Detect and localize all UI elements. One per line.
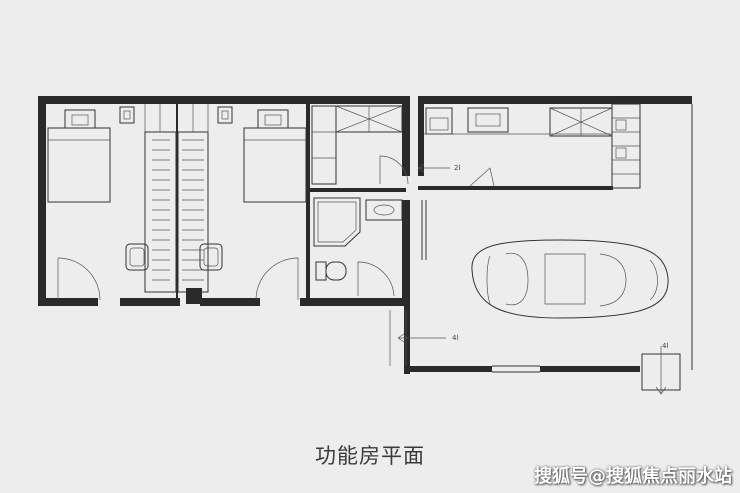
marker-right: 4l — [662, 342, 668, 350]
bedroom-left — [47, 104, 177, 301]
marker-top: 2l — [454, 164, 460, 172]
kitchen — [418, 96, 688, 190]
garage — [389, 96, 693, 395]
marker-left: 4l — [452, 334, 458, 342]
floor-plan: 2l 4l 4l — [38, 96, 693, 395]
plan-caption: 功能房平面 — [315, 444, 425, 468]
watermark: 搜狐号@搜狐焦点丽水站 — [534, 466, 732, 487]
direction-arrows — [397, 163, 450, 343]
bedroom-right — [177, 104, 307, 303]
bathroom — [313, 197, 403, 297]
storage-room — [311, 105, 409, 185]
car — [471, 239, 669, 319]
